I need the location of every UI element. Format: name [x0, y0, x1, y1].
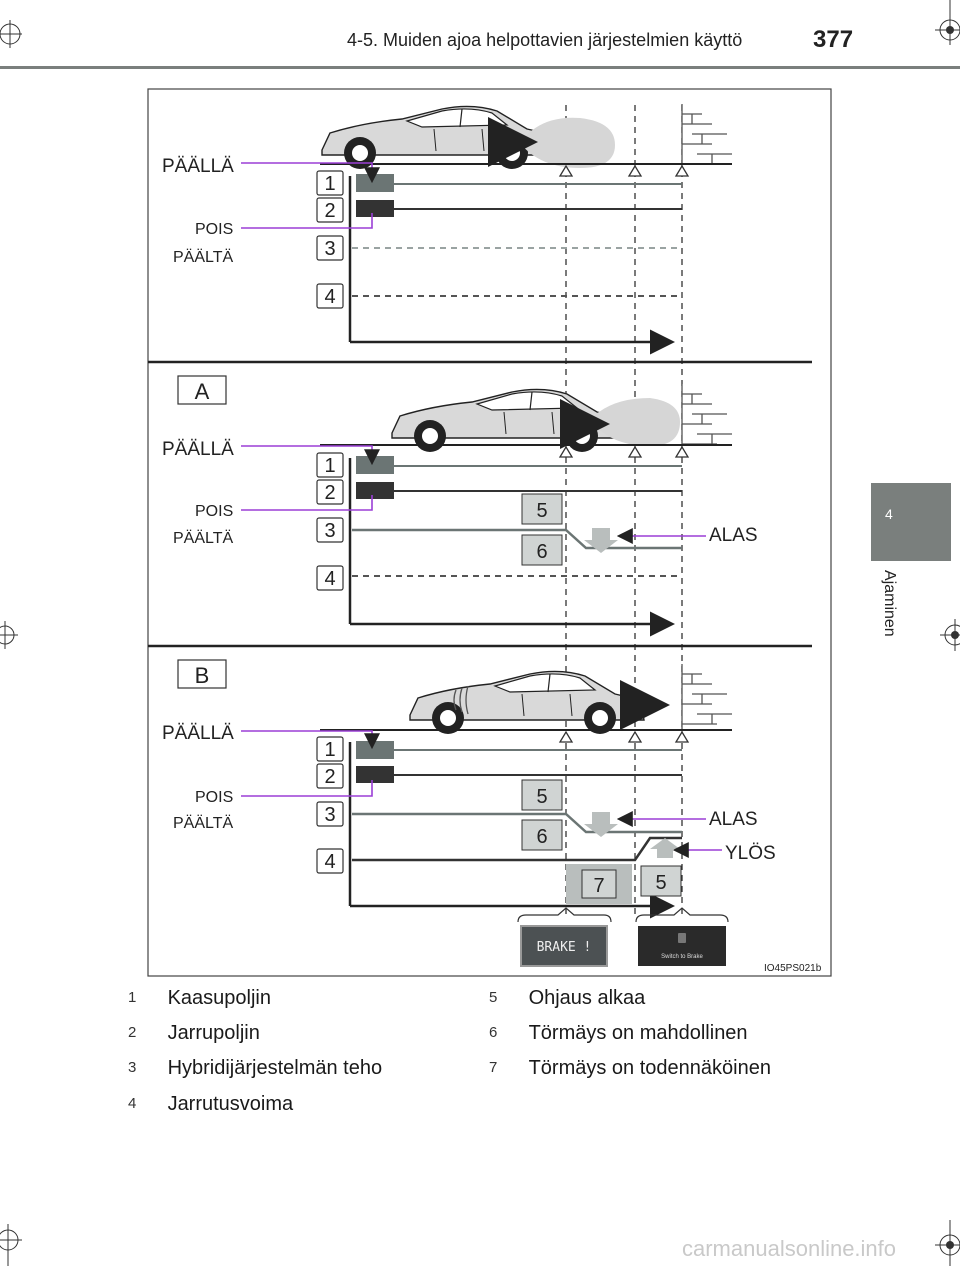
figure-code: IO45PS021b [764, 963, 822, 974]
row-number: 3 [324, 238, 335, 260]
switch-display [638, 926, 726, 966]
label-on: PÄÄLLÄ [162, 156, 234, 177]
legend-text: Törmäys on mahdollinen [528, 1022, 748, 1044]
label-off-1: POIS [195, 503, 233, 520]
legend-text: Kaasupoljin [167, 987, 271, 1009]
wall-icon [681, 663, 733, 735]
legend-text: Jarrutusvoima [167, 1093, 294, 1115]
row-number: 3 [324, 520, 335, 542]
legend-number: 5 [489, 989, 498, 1006]
badge-possible: 6 [536, 541, 547, 563]
label-off-1: POIS [195, 789, 233, 806]
legend-number: 4 [128, 1095, 137, 1112]
legend-text: Törmäys on todennäköinen [528, 1057, 771, 1079]
badge-possible: 6 [536, 826, 547, 848]
legend-item: 7 Törmäys on todennäköinen [489, 1057, 771, 1080]
legend-item: 1 Kaasupoljin [128, 987, 271, 1010]
crop-mark-bottom-left [0, 1224, 22, 1266]
row-number: 3 [324, 804, 335, 826]
row-number: 1 [324, 173, 335, 195]
panel-b: B 1 2 3 4 5 6 [162, 659, 822, 974]
label-down: ALAS [709, 809, 758, 830]
switch-display-text: Switch to Brake [661, 954, 703, 960]
wall-icon [681, 383, 733, 455]
pedal-icon [678, 933, 686, 943]
label-down: ALAS [709, 525, 758, 546]
legend-number: 1 [128, 989, 137, 1006]
panel-a-label: A [195, 379, 210, 404]
row-number: 1 [324, 739, 335, 761]
pre-collision-diagram: 1 2 3 4 PÄÄLLÄ POIS PÄÄLTÄ A [147, 88, 832, 977]
legend-item: 3 Hybridijärjestelmän teho [128, 1057, 382, 1080]
label-off-2: PÄÄLTÄ [173, 248, 234, 266]
label-on: PÄÄLLÄ [162, 723, 234, 744]
label-off-1: POIS [195, 221, 233, 238]
timing-lines [565, 105, 683, 915]
row-number: 4 [324, 851, 335, 873]
legend-item: 2 Jarrupoljin [128, 1022, 260, 1045]
label-off-2: PÄÄLTÄ [173, 814, 234, 832]
brake-display-text: BRAKE ! [537, 940, 592, 955]
crop-mark-bottom-right [935, 1220, 960, 1266]
row-number: 1 [324, 455, 335, 477]
chapter-number: 4 [885, 506, 893, 522]
legend-text: Ohjaus alkaa [528, 987, 646, 1009]
row-number: 2 [324, 766, 335, 788]
section-title: 4-5. Muiden ajoa helpottavien järjestelm… [347, 30, 743, 50]
legend-item: 6 Törmäys on mahdollinen [489, 1022, 748, 1045]
figure-frame [147, 88, 832, 977]
legend-item: 5 Ohjaus alkaa [489, 987, 645, 1010]
badge-probable: 7 [593, 875, 604, 897]
footer-watermark: carmanualsonline.info [682, 1236, 897, 1261]
legend-text: Hybridijärjestelmän teho [167, 1057, 383, 1079]
row-number: 4 [324, 286, 335, 308]
row-number: 2 [324, 482, 335, 504]
legend-number: 3 [128, 1059, 137, 1076]
row-number: 2 [324, 200, 335, 222]
legend-number: 2 [128, 1024, 137, 1041]
panel-b-label: B [195, 663, 210, 688]
row-number: 4 [324, 568, 335, 590]
badge-steering: 5 [655, 872, 666, 894]
label-up: YLÖS [725, 843, 776, 864]
badge-steering: 5 [536, 786, 547, 808]
chapter-tab [871, 483, 951, 561]
chapter-label: Ajaminen [881, 570, 898, 637]
badge-steering: 5 [536, 500, 547, 522]
crop-mark-top-right [935, 0, 960, 45]
crop-mark-left-middle [0, 621, 18, 649]
legend-number: 6 [489, 1024, 498, 1041]
legend-number: 7 [489, 1059, 498, 1076]
panel-a: A 1 2 3 4 5 6 ALAS PÄÄLLÄ POIS [162, 375, 758, 637]
crop-mark-right-middle [940, 619, 960, 651]
panel-normal: 1 2 3 4 PÄÄLLÄ POIS PÄÄLTÄ [162, 103, 733, 355]
header-rule [0, 66, 960, 69]
label-on: PÄÄLLÄ [162, 439, 234, 460]
legend-item: 4 Jarrutusvoima [128, 1093, 293, 1116]
legend-text: Jarrupoljin [167, 1022, 260, 1044]
crop-mark-top-left [0, 20, 22, 48]
brake-display [520, 925, 608, 967]
label-off-2: PÄÄLTÄ [173, 529, 234, 547]
page-number: 377 [813, 26, 854, 53]
